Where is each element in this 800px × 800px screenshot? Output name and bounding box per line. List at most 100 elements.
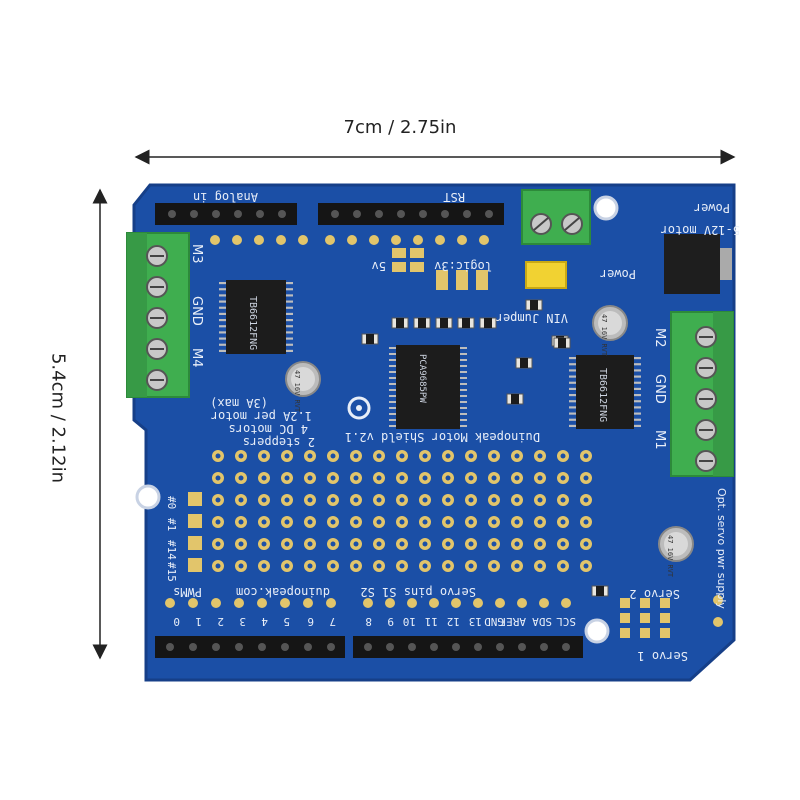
proto-hole [307,453,313,459]
proto-hole [537,563,543,569]
header-pin [189,643,197,651]
motor-driver-chip-left [219,280,293,354]
mounting-hole [135,484,161,510]
proto-hole [261,541,267,547]
proto-hole [238,541,244,547]
pad [435,235,445,245]
header-pin [397,210,405,218]
proto-hole [422,563,428,569]
silk-gnd-left: GND [189,296,204,326]
servo-pad [660,628,670,638]
proto-hole [468,497,474,503]
digital-pin-label: 1 [195,615,202,628]
proto-hole [560,475,566,481]
servo-pad [620,598,630,608]
proto-hole [215,563,221,569]
proto-hole [215,475,221,481]
header-pin [419,210,427,218]
header-pin [258,643,266,651]
proto-hole [353,497,359,503]
smd-components [361,299,609,597]
silk-feature-2: 4 DC motors [229,422,308,436]
proto-hole [353,519,359,525]
proto-hole [376,453,382,459]
header-pin [485,210,493,218]
silk-m4: M4 [189,348,204,368]
proto-hole [422,453,428,459]
proto-hole [307,541,313,547]
pwm-channel-labels: #0#1#14#15 [165,496,178,582]
proto-hole [445,497,451,503]
proto-hole [399,563,405,569]
header-pin [235,643,243,651]
silk-chip-right: TB6612FNG [597,368,608,422]
digital-pin-label: 10 [403,615,416,628]
silk-feature-3: 1.2A per motor [211,409,312,423]
pad [413,235,423,245]
header-pin [190,210,198,218]
silk-cap-right: 47 16V RVT [600,314,608,357]
proto-hole [468,519,474,525]
header-pin [212,643,220,651]
proto-hole [537,475,543,481]
servo-header-pads [620,595,723,638]
pad [517,598,527,608]
pad [561,598,571,608]
pad [232,235,242,245]
proto-hole [514,519,520,525]
pwm-label: #0 [165,496,178,509]
capacitor-bottom [658,526,694,562]
proto-hole [376,541,382,547]
pwm-pad [188,492,202,506]
digital-header-right [353,636,583,658]
proto-hole [468,563,474,569]
proto-hole [284,519,290,525]
pad [257,598,267,608]
prototyping-area [188,450,592,572]
proto-hole [215,497,221,503]
proto-hole [399,541,405,547]
silk-servo-1: Servo 1 [637,649,688,663]
header-pin [212,210,220,218]
servo-pad [620,628,630,638]
proto-hole [376,519,382,525]
proto-hole [399,453,405,459]
pad [407,598,417,608]
silk-servo-pins: Servo pins S1 S2 [360,585,476,599]
header-pin [331,210,339,218]
silk-power: Power [694,201,730,215]
header-pin [386,643,394,651]
proto-hole [307,519,313,525]
proto-hole [330,519,336,525]
proto-hole [215,519,221,525]
pwm-label: #15 [165,562,178,582]
pad [188,598,198,608]
servo-power-pad [713,617,723,627]
proto-hole [445,541,451,547]
header-pin [452,643,460,651]
header-pin [540,643,548,651]
pad [326,598,336,608]
proto-hole [330,541,336,547]
proto-hole [353,453,359,459]
pwm-label: #14 [165,540,178,560]
pad [254,235,264,245]
pwm-pad [188,536,202,550]
pwm-pad [188,514,202,528]
mounting-hole [593,195,619,221]
proto-hole [468,453,474,459]
proto-hole [445,563,451,569]
terminal-block-m3-m4 [126,232,190,398]
header-pin [364,643,372,651]
proto-hole [468,475,474,481]
proto-hole [514,541,520,547]
proto-hole [491,475,497,481]
servo-pad [660,598,670,608]
proto-hole [330,453,336,459]
proto-hole [330,497,336,503]
proto-hole [284,497,290,503]
proto-hole [307,475,313,481]
digital-pin-label: 2 [217,615,224,628]
proto-hole [537,453,543,459]
